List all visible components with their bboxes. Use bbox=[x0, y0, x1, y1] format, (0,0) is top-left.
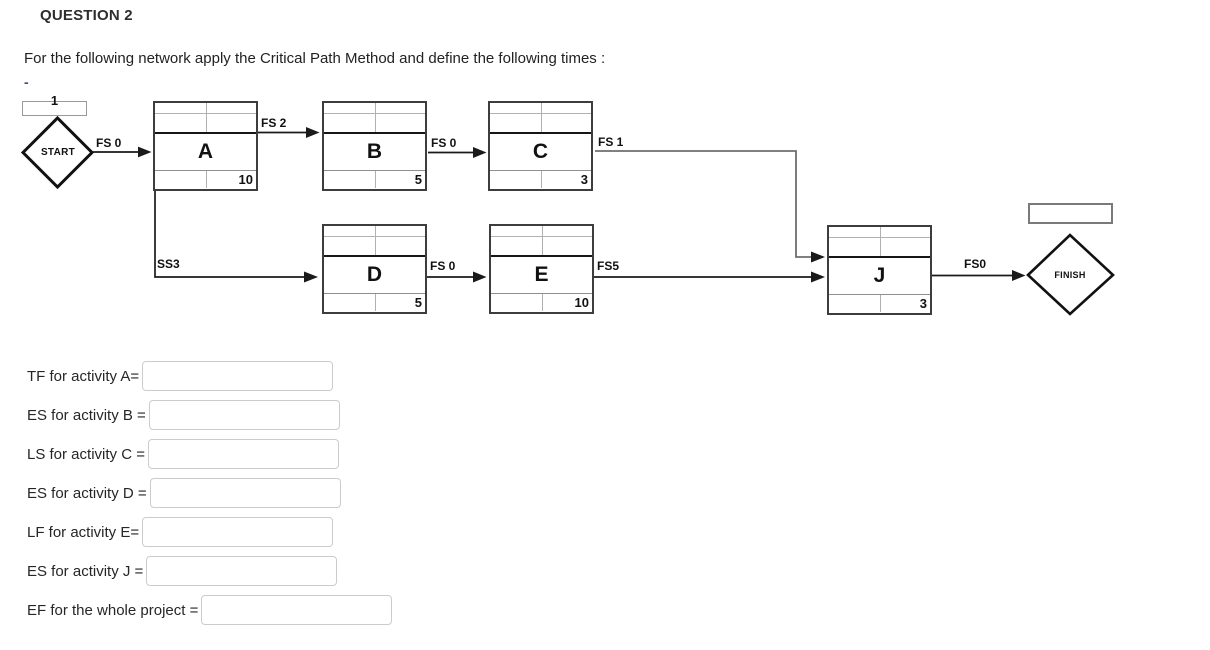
activity-grid-row bbox=[829, 227, 930, 238]
instruction-text: For the following network apply the Crit… bbox=[24, 50, 606, 67]
edge-label-start-a: FS 0 bbox=[96, 136, 122, 150]
activity-duration: 10 bbox=[238, 172, 253, 187]
activity-box-d: D 5 bbox=[322, 224, 427, 314]
activity-box-c: C 3 bbox=[488, 101, 593, 191]
activity-bottom-row: 5 bbox=[324, 294, 425, 311]
form-row: ES for activity J = bbox=[27, 556, 392, 586]
form-row: LS for activity C = bbox=[27, 439, 392, 469]
input-ls-activity-c[interactable] bbox=[147, 439, 339, 469]
empty-answer-box bbox=[1028, 203, 1113, 224]
field-label-tf-activity-a: TF for activity A= bbox=[27, 367, 140, 385]
activity-grid-row bbox=[490, 103, 591, 114]
activity-name: C bbox=[490, 134, 591, 171]
finish-node-label: FINISH bbox=[1054, 270, 1086, 280]
activity-name: J bbox=[829, 258, 930, 295]
dash-marker: - bbox=[24, 74, 29, 90]
activity-duration: 3 bbox=[919, 296, 927, 311]
field-label-ef-whole-project: EF for the whole project = bbox=[27, 601, 199, 619]
input-es-activity-j[interactable] bbox=[146, 556, 338, 586]
start-node-label: START bbox=[40, 147, 76, 158]
activity-grid-row bbox=[491, 226, 592, 237]
activity-duration: 5 bbox=[414, 295, 422, 310]
activity-grid-row bbox=[324, 103, 425, 114]
activity-grid-row bbox=[324, 226, 425, 237]
input-es-activity-d[interactable] bbox=[149, 478, 341, 508]
input-es-activity-b[interactable] bbox=[148, 400, 340, 430]
activity-grid-row bbox=[829, 238, 930, 258]
input-lf-activity-e[interactable] bbox=[142, 517, 334, 547]
activity-grid-row bbox=[490, 114, 591, 134]
edge-label-c-j: FS 1 bbox=[598, 135, 624, 149]
activity-duration: 3 bbox=[580, 172, 588, 187]
form-row: ES for activity D = bbox=[27, 478, 392, 508]
edge-label-e-j: FS5 bbox=[597, 259, 620, 273]
edge-label-a-b: FS 2 bbox=[261, 116, 287, 130]
field-label-lf-activity-e: LF for activity E= bbox=[27, 523, 140, 541]
activity-grid-row bbox=[155, 114, 256, 134]
edge-label-d-e: FS 0 bbox=[430, 259, 456, 273]
activity-box-a: A 10 bbox=[153, 101, 258, 191]
form-row: EF for the whole project = bbox=[27, 595, 393, 625]
field-label-es-activity-b: ES for activity B = bbox=[27, 406, 146, 424]
activity-box-j: J 3 bbox=[827, 225, 932, 315]
activity-duration: 5 bbox=[414, 172, 422, 187]
activity-grid-row bbox=[491, 237, 592, 257]
form-row: LF for activity E= bbox=[27, 517, 392, 547]
activity-bottom-row: 10 bbox=[155, 171, 256, 188]
activity-duration: 10 bbox=[574, 295, 589, 310]
activity-name: A bbox=[155, 134, 256, 171]
activity-bottom-row: 5 bbox=[324, 171, 425, 188]
activity-grid-row bbox=[155, 103, 256, 114]
field-label-es-activity-j: ES for activity J = bbox=[27, 562, 144, 580]
question-heading: QUESTION 2 bbox=[40, 7, 133, 24]
activity-bottom-row: 10 bbox=[491, 294, 592, 311]
activity-grid-row bbox=[324, 237, 425, 257]
activity-grid-row bbox=[324, 114, 425, 134]
form-row: TF for activity A= bbox=[27, 361, 392, 391]
activity-box-b: B 5 bbox=[322, 101, 427, 191]
answer-form: TF for activity A= ES for activity B = L… bbox=[27, 361, 393, 634]
activity-bottom-row: 3 bbox=[490, 171, 591, 188]
edge-label-a-d: SS3 bbox=[157, 257, 180, 271]
start-number-box bbox=[22, 101, 87, 116]
input-tf-activity-a[interactable] bbox=[142, 361, 334, 391]
field-label-ls-activity-c: LS for activity C = bbox=[27, 445, 145, 463]
start-number-label: 1 bbox=[50, 93, 59, 108]
field-label-es-activity-d: ES for activity D = bbox=[27, 484, 147, 502]
activity-box-e: E 10 bbox=[489, 224, 594, 314]
input-ef-whole-project[interactable] bbox=[201, 595, 393, 625]
edge-label-j-finish: FS0 bbox=[964, 257, 987, 271]
activity-bottom-row: 3 bbox=[829, 295, 930, 312]
activity-name: E bbox=[491, 257, 592, 294]
activity-name: B bbox=[324, 134, 425, 171]
edge-label-b-c: FS 0 bbox=[431, 136, 457, 150]
form-row: ES for activity B = bbox=[27, 400, 392, 430]
activity-name: D bbox=[324, 257, 425, 294]
